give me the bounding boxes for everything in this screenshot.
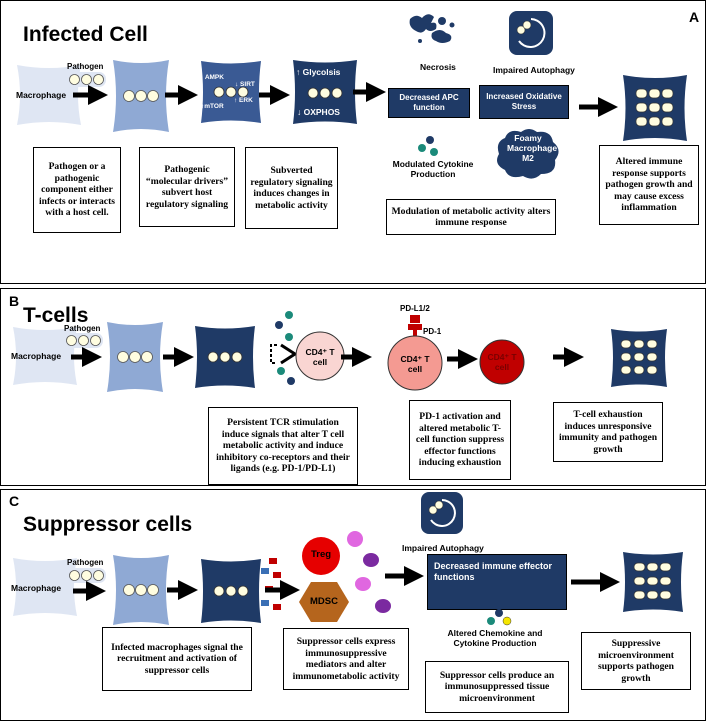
pd1-receptor-icon — [408, 315, 422, 339]
step-c4-box: Suppressive microenvironment supports pa… — [581, 632, 691, 690]
mediator-dots-icon — [347, 531, 391, 613]
chemokine-dots-icon — [487, 609, 512, 626]
cd4-label-3: CD4⁺ T cell — [487, 352, 517, 372]
step-b2-box: PD-1 activation and altered metabolic T-… — [409, 400, 511, 480]
mtor-label: ↑mTOR — [201, 103, 224, 110]
pathogen-icon — [67, 72, 106, 87]
pathogen-icon — [64, 333, 103, 348]
mdsc-cell — [299, 582, 349, 622]
infected-cell-full-icon — [611, 329, 667, 387]
panel-c: C Suppressor cells Macrophage Pathogen — [0, 489, 706, 721]
macrophage-label: Macrophage — [11, 351, 62, 361]
erk-label: ↑ ERK — [234, 97, 253, 104]
arrow-a1 — [73, 85, 108, 105]
arrow-b2 — [163, 347, 194, 367]
arrow-a2 — [165, 85, 198, 105]
metabolism-cell-icon — [293, 60, 357, 124]
decreased-effector-label: Decreased immune effector functions — [434, 561, 553, 582]
ampk-label: ↓ AMPK — [200, 74, 224, 81]
pdl1-label: PD-L1/2 — [400, 304, 430, 313]
infected-cell-icon — [107, 322, 163, 392]
glycolysis-label: ↑ Glycolsis — [296, 67, 341, 77]
drivers-cell-icon — [201, 61, 261, 123]
arrow-c2 — [167, 580, 198, 600]
oxidative-stress-box: Increased Oxidative Stress — [479, 85, 569, 119]
treg-cell — [302, 537, 340, 575]
panel-b-letter: B — [9, 293, 20, 309]
decreased-effector-box: Decreased immune effector functions — [427, 554, 567, 610]
pathogen-label: Pathogen — [64, 324, 101, 333]
infected-cell-icon — [113, 60, 169, 132]
impaired-autophagy-label: Impaired Autophagy — [402, 543, 484, 553]
arrow-a3 — [259, 85, 290, 105]
necrosis-label: Necrosis — [420, 62, 456, 72]
arrow-b1 — [71, 347, 102, 367]
arrow-c1 — [73, 581, 106, 601]
panel-a-letter: A — [689, 9, 700, 25]
necrosis-icon — [409, 14, 455, 43]
cytokine-dots-icon — [418, 136, 438, 156]
arrow-a4 — [353, 82, 386, 102]
foamy-macrophage-label: Foamy Macrophage M2 — [507, 133, 558, 163]
arrow-b3 — [341, 347, 372, 367]
infected-cell-full-icon — [623, 75, 687, 141]
cd4-label-1: CD4⁺ T cell — [305, 347, 335, 367]
panel-b: B T-cells Macrophage Pathogen — [0, 288, 706, 486]
arrow-b5 — [553, 347, 584, 367]
macrophage-cell — [13, 558, 77, 616]
pathogen-icon — [67, 568, 106, 583]
arrow-b4 — [447, 349, 478, 369]
panel-b-title: T-cells — [23, 304, 89, 327]
panel-c-letter: C — [9, 493, 20, 509]
foamy-macrophage-icon — [497, 129, 559, 179]
panel-a: A Infected Cell Macrophage Pathogen ↓ AM… — [0, 0, 706, 284]
arrow-c4 — [385, 566, 424, 586]
treg-label: Treg — [310, 549, 332, 560]
autophagy-icon — [421, 492, 463, 534]
step-a2-box: Pathogenic “molecular drivers” subvert h… — [139, 147, 235, 227]
arrow-c5 — [571, 572, 620, 592]
step-c2-box: Suppressor cells express immunosuppressi… — [283, 628, 409, 690]
impaired-autophagy-label: Impaired Autophagy — [493, 65, 575, 75]
cd4-tcell-2 — [387, 335, 443, 391]
altered-chemokine-label: Altered Chemokine and Cytokine Productio… — [447, 628, 543, 648]
step-b3-box: T-cell exhaustion induces unresponsive i… — [553, 402, 663, 462]
infected-dark-cell-icon — [201, 559, 261, 623]
oxphos-label: ↓ OXPHOS — [297, 107, 340, 117]
step-a3-box: Subverted regulatory signaling induces c… — [245, 147, 338, 229]
cd4-tcell-3 — [479, 339, 525, 385]
arrow-c3 — [265, 580, 300, 600]
panel-c-title: Suppressor cells — [23, 513, 193, 536]
cd4-label-2: CD4⁺ T cell — [400, 354, 430, 374]
panel-a-title: Infected Cell — [23, 23, 148, 46]
step-a1-box: Pathogen or a pathogenic component eithe… — [33, 147, 121, 233]
tcr-signal-icon — [270, 311, 298, 385]
step-c1-box: Infected macrophages signal the recruitm… — [102, 627, 252, 691]
pd1-label: PD-1 — [423, 327, 442, 336]
autophagy-icon — [509, 11, 553, 55]
step-a5-box: Altered immune response supports pathoge… — [599, 145, 699, 225]
macrophage-cell — [17, 65, 81, 125]
mdsc-label: MDSC — [310, 596, 338, 607]
macrophage-label: Macrophage — [11, 583, 62, 593]
infected-cell-icon — [113, 555, 169, 625]
infected-cell-full-icon — [623, 552, 683, 612]
step-c3-box: Suppressor cells produce an immunosuppre… — [425, 661, 569, 713]
macrophage-label: Macrophage — [16, 90, 67, 100]
pathogen-label: Pathogen — [67, 558, 104, 567]
arrow-a5 — [579, 97, 618, 117]
modulated-cytokine-label: Modulated Cytokine Production — [392, 159, 474, 179]
decreased-apc-box: Decreased APC function — [388, 88, 470, 118]
pathogen-label: Pathogen — [67, 62, 104, 71]
step-b1-box: Persistent TCR stimulation induce signal… — [208, 407, 358, 485]
infected-dark-cell-icon — [195, 326, 255, 388]
macrophage-cell — [13, 327, 77, 385]
sirt-label: ↓ SIRT — [235, 81, 255, 88]
step-a4-box: Modulation of metabolic activity alters … — [386, 199, 556, 235]
